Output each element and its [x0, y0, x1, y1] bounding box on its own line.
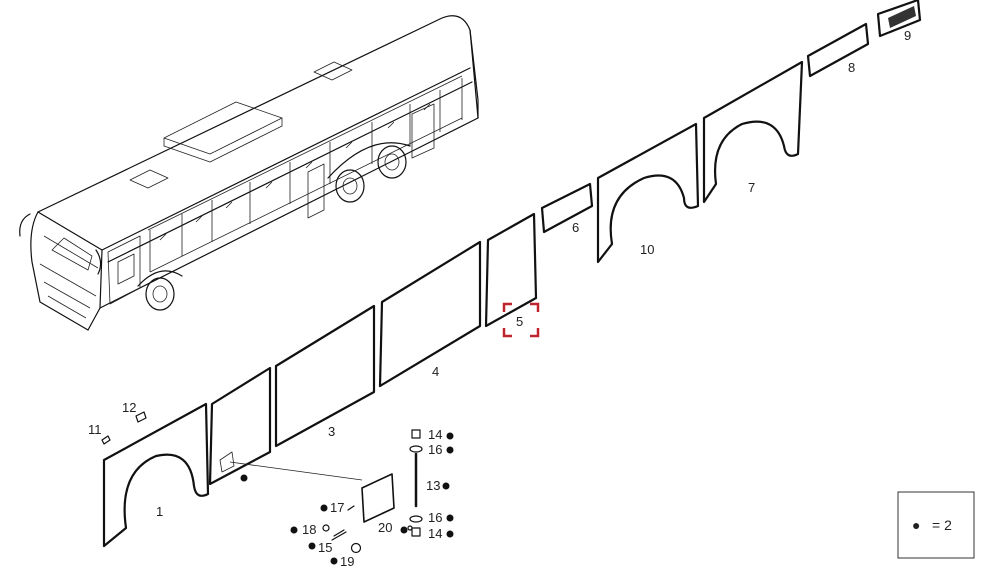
legend-box: ● = 2: [897, 491, 975, 559]
fastener-12-shape: [135, 411, 147, 423]
legend-symbol: ●: [912, 517, 920, 533]
callout-5: 5: [516, 314, 523, 329]
rear-wheel-2: [327, 142, 411, 179]
panel-6: [540, 182, 594, 234]
callout-15: 15: [318, 540, 332, 555]
rear-wheel-1: [335, 169, 365, 203]
callout-18: 18: [302, 522, 316, 537]
callout-16-top: 16: [428, 442, 442, 457]
front-wheel: [137, 270, 183, 311]
callout-11: 11: [88, 422, 102, 437]
screw-17: [347, 505, 355, 511]
panel-7: [702, 60, 804, 204]
panel-10: [596, 122, 700, 264]
legend-text: = 2: [932, 517, 952, 533]
callout-1: 1: [156, 504, 163, 519]
callout-12: 12: [122, 400, 136, 415]
panel-3: [274, 304, 376, 448]
callout-6: 6: [572, 220, 579, 235]
washer-16-top: [409, 445, 423, 453]
callout-13: 13: [426, 478, 440, 493]
clip-14-bottom: [411, 527, 421, 537]
quantity-dots: [240, 432, 454, 565]
callout-20: 20: [378, 520, 392, 535]
callout-16-bottom: 16: [428, 510, 442, 525]
panel-4: [378, 240, 482, 388]
panel-1: [102, 402, 210, 548]
callout-14-top: 14: [428, 427, 442, 442]
panel-5: [484, 212, 538, 328]
callout-3: 3: [328, 424, 335, 439]
panel-9: [876, 0, 922, 38]
nut-20: [407, 525, 413, 531]
clip-14-top: [411, 429, 421, 439]
nut-19: [350, 542, 362, 554]
panel-door: [208, 366, 272, 486]
fastener-11-shape: [101, 435, 111, 445]
cover-plate: [229, 461, 395, 523]
panel-8: [806, 22, 870, 78]
callout-10: 10: [640, 242, 654, 257]
callout-8: 8: [848, 60, 855, 75]
callout-17: 17: [330, 500, 344, 515]
screw-15: [331, 529, 347, 541]
callout-19: 19: [340, 554, 354, 569]
callout-14-bottom: 14: [428, 526, 442, 541]
callout-4: 4: [432, 364, 439, 379]
highlight-marker-5: [502, 302, 540, 338]
bus-illustration: [19, 15, 479, 331]
callout-9: 9: [904, 28, 911, 43]
nut-18: [322, 524, 330, 532]
callout-7: 7: [748, 180, 755, 195]
washer-16-bottom: [409, 515, 423, 523]
